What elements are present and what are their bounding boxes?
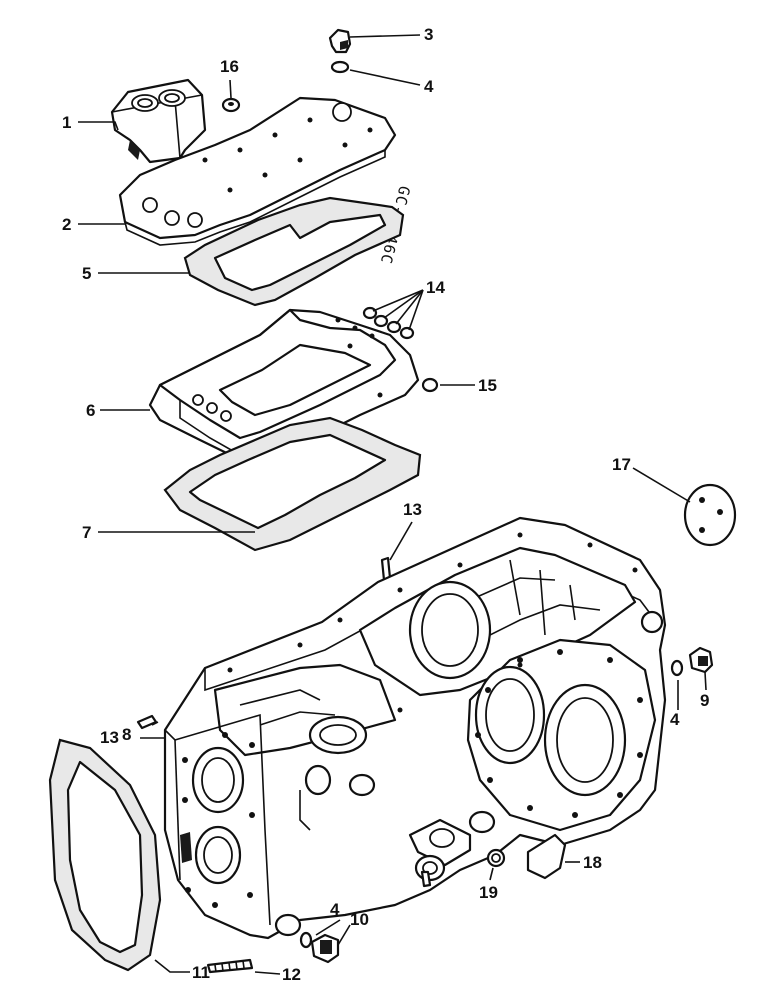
part-5-upper-gasket	[183, 196, 405, 307]
part-13-dowel-pin-side	[136, 714, 158, 730]
part-16-nut	[221, 97, 241, 113]
part-2-cover-plate	[118, 96, 397, 246]
callout-12: 12	[282, 965, 301, 984]
callout-15: 15	[478, 376, 497, 395]
callout-13-side: 13	[100, 728, 119, 747]
part-4-washer-right	[670, 659, 684, 677]
callout-1: 1	[62, 113, 71, 132]
callout-5: 5	[82, 264, 91, 283]
part-3-plug	[328, 28, 352, 54]
callout-17: 17	[612, 455, 631, 474]
part-11-front-gasket	[48, 738, 162, 972]
part-19-bushing	[486, 848, 506, 868]
part-8-transmission-housing	[163, 516, 667, 940]
part-10-drain-plug	[310, 933, 340, 964]
part-12-stud	[206, 958, 254, 974]
part-17-round-cover	[683, 483, 737, 547]
callout-14: 14	[426, 278, 445, 297]
callout-3: 3	[424, 25, 433, 44]
callout-4-bottom: 4	[330, 900, 340, 919]
callout-6: 6	[86, 401, 95, 420]
callout-7: 7	[82, 523, 91, 542]
part-4-washer-top	[330, 60, 350, 74]
part-1-valve-block	[110, 78, 207, 164]
callout-19: 19	[479, 883, 498, 902]
part-7-lower-gasket	[163, 416, 422, 552]
callout-labels: 1 2 3 4 5 6 7 8 9 4 10 4 11 12 13 13 14 …	[62, 25, 709, 984]
leader-lines	[78, 34, 707, 975]
part-15-plug	[421, 377, 439, 393]
callout-4-top: 4	[424, 77, 434, 96]
callout-8: 8	[122, 725, 131, 744]
callout-11: 11	[192, 963, 210, 982]
callout-10: 10	[350, 910, 369, 929]
part-4-washer-bottom	[299, 931, 313, 949]
callout-16: 16	[220, 57, 239, 76]
callout-2: 2	[62, 215, 71, 234]
callout-4-right: 4	[670, 710, 680, 729]
part-18-cover	[526, 833, 567, 880]
callout-9: 9	[700, 691, 709, 710]
callout-13-top: 13	[403, 500, 422, 519]
part-9-plug	[688, 646, 714, 674]
callout-18: 18	[583, 853, 602, 872]
